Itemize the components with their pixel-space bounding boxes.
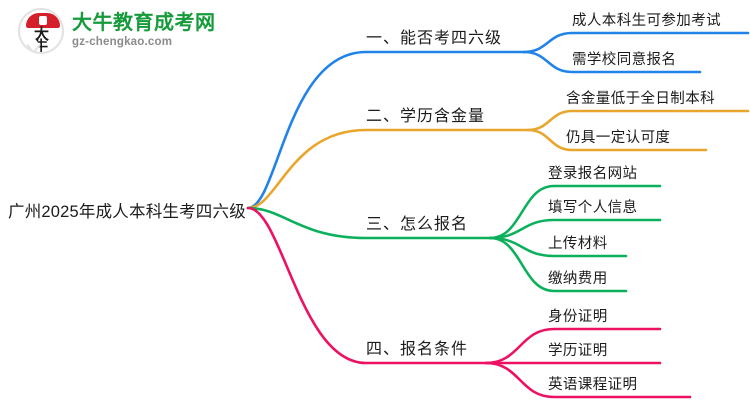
logo-text-block: 大牛教育成考网 gz-chengkao.com bbox=[72, 13, 216, 49]
leaf-node-3-2-label: 填写个人信息 bbox=[548, 200, 638, 216]
logo-cap-shape bbox=[26, 13, 60, 28]
branch-node-3-label: 三、怎么报名 bbox=[366, 216, 469, 233]
leaf-node-3-1-label: 登录报名网站 bbox=[548, 166, 638, 182]
branch-node-2-label: 二、学历含金量 bbox=[366, 108, 486, 125]
leaf-node-1-1-label: 成人本科生可参加考试 bbox=[572, 13, 721, 29]
root-node-label: 广州2025年成人本科生考四六级 bbox=[8, 203, 246, 221]
leaf-node-4-1-label: 身份证明 bbox=[548, 309, 608, 325]
logo-title: 大牛教育成考网 bbox=[72, 12, 216, 35]
leaf-node-4-3-label: 英语课程证明 bbox=[548, 377, 638, 393]
leaf-node-2-1-label: 含金量低于全日制本科 bbox=[566, 91, 715, 107]
logo-badge-char-top: 大 bbox=[33, 26, 49, 43]
logo-subtitle: gz-chengkao.com bbox=[72, 36, 173, 49]
branch-node-1-label: 一、能否考四六级 bbox=[366, 30, 503, 47]
wire-root-to-branch-2 bbox=[246, 128, 530, 210]
leaf-node-3-4-label: 缴纳费用 bbox=[548, 271, 608, 287]
logo-badge-icon: 大 牛 bbox=[18, 8, 64, 54]
leaf-node-2-2-label: 仍具一定认可度 bbox=[566, 130, 671, 146]
site-logo: 大 牛 大牛教育成考网 gz-chengkao.com bbox=[18, 8, 216, 54]
branch-node-4-label: 四、报名条件 bbox=[366, 341, 469, 358]
leaf-node-1-2-label: 需学校同意报名 bbox=[572, 52, 677, 68]
leaf-node-3-3-label: 上传材料 bbox=[548, 236, 608, 252]
leaf-node-4-2-label: 学历证明 bbox=[548, 343, 608, 359]
wire-root-to-branch-1 bbox=[246, 50, 526, 210]
